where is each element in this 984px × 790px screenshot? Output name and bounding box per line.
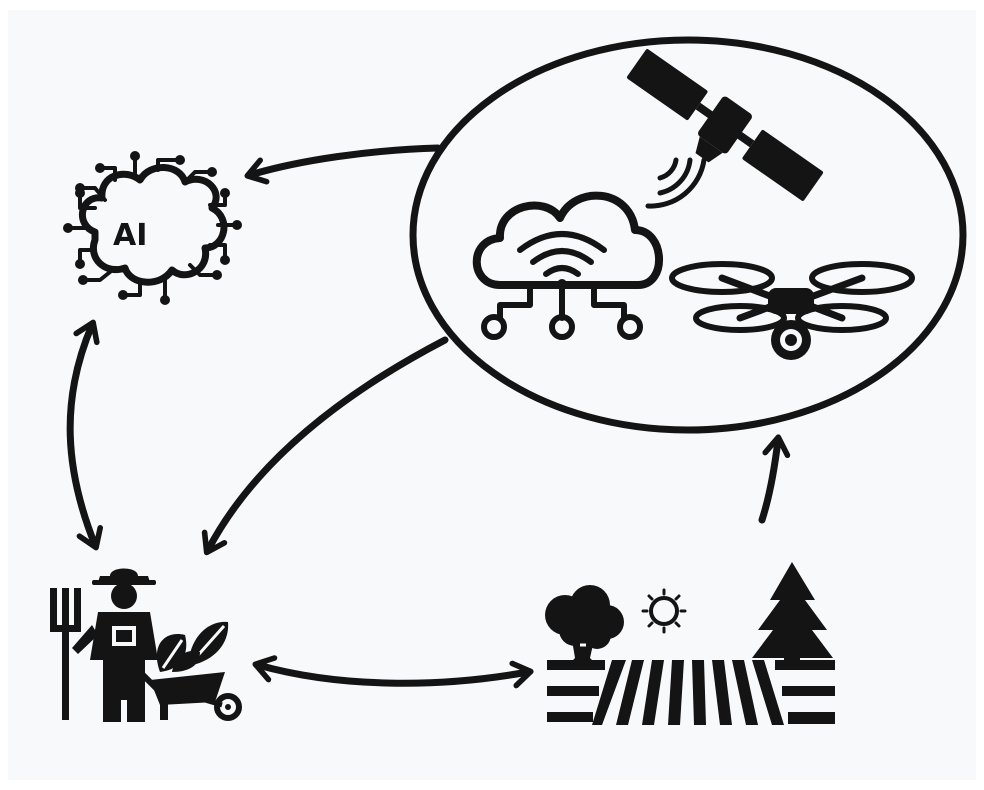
pine-tree-icon	[752, 562, 833, 668]
arrow-farmer-field-bidirectional	[252, 655, 534, 689]
arrow-tech-to-farmer	[201, 336, 449, 556]
ai-label: AI	[113, 218, 147, 253]
arrow-ai-farmer-bidirectional	[66, 319, 104, 551]
technology-group	[409, 36, 967, 434]
arrow-field-to-tech	[758, 434, 791, 524]
farm-field-icon	[545, 562, 835, 725]
cloud-iot-icon	[472, 191, 664, 340]
satellite-icon	[626, 49, 824, 201]
technology-group-outline	[409, 36, 967, 434]
drone-icon	[669, 261, 915, 360]
connection-arrows	[66, 144, 791, 689]
farmer-icon	[50, 568, 242, 722]
ai-brain-icon: AI	[63, 151, 242, 305]
satellite-signal-icon	[645, 157, 707, 209]
sun-icon	[641, 588, 687, 634]
arrow-tech-to-ai	[244, 144, 442, 185]
